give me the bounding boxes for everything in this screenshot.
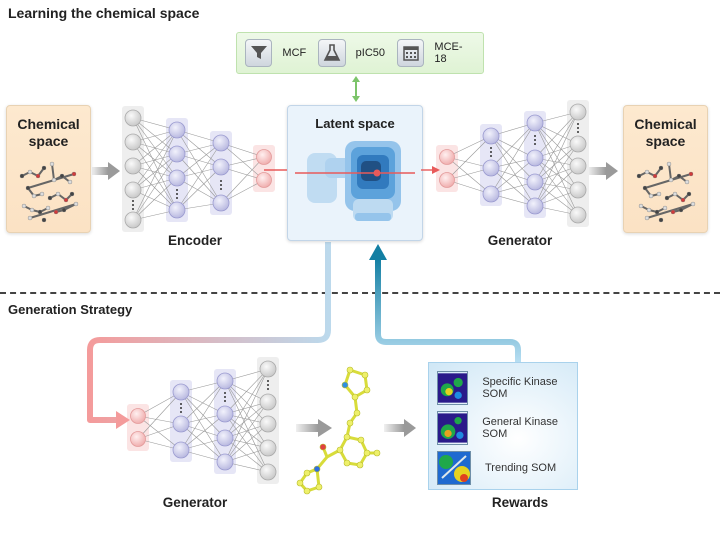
metric-label-pic50: pIC50: [355, 47, 385, 59]
network-node: [212, 158, 230, 176]
chemical-space-output: Chemical space: [623, 105, 708, 233]
flow-arrow-out-generator: [588, 162, 618, 180]
network-node: [212, 194, 230, 212]
chemical-space-title-line2: space: [28, 133, 69, 149]
reward-label: Trending SOM: [485, 462, 557, 474]
section-title-generation: Generation Strategy: [8, 302, 133, 317]
metrics-link-arrow: [352, 76, 360, 102]
network-node: [172, 441, 190, 459]
network-node: [216, 405, 234, 423]
rewards-label: Rewards: [491, 495, 549, 510]
network-node: [259, 463, 277, 481]
calendar-icon: [397, 39, 425, 67]
encoder-label: Encoder: [167, 233, 222, 248]
som-heatmap-icon: [437, 371, 469, 405]
som-heatmap-icon: [437, 451, 471, 485]
network-node: [168, 169, 186, 187]
network-node: [256, 149, 272, 165]
flow-arrow-into-encoder: [92, 162, 120, 180]
metric-label-mce18: MCE-18: [434, 41, 463, 65]
reward-item: Trending SOM: [437, 451, 577, 485]
network-node: [168, 145, 186, 163]
network-node: [482, 185, 500, 203]
network-node: [168, 201, 186, 219]
molecule-cluster-icon: [636, 161, 695, 223]
reward-label: General Kinase SOM: [482, 416, 559, 440]
network-node: [569, 103, 587, 121]
flow-arrow-to-molecule: [296, 419, 332, 437]
generator-network-top: [436, 100, 589, 227]
network-node: [216, 372, 234, 390]
network-node: [526, 173, 544, 191]
network-node: [168, 121, 186, 139]
section-divider: [0, 292, 720, 294]
network-node: [216, 453, 234, 471]
network-node: [256, 172, 272, 188]
rewards-panel: Specific Kinase SOM General Kinase SOM T…: [428, 362, 578, 490]
generator-label-top: Generator: [487, 233, 553, 248]
chemical-space-title-line1: Chemical: [634, 116, 697, 132]
network-node: [482, 127, 500, 145]
network-node: [124, 211, 142, 229]
latent-point: [373, 169, 381, 177]
network-node: [124, 109, 142, 127]
network-node: [259, 439, 277, 457]
reward-item: Specific Kinase SOM: [437, 371, 577, 405]
molecule-cluster-icon: [19, 161, 78, 223]
feedback-pipe: [375, 258, 521, 362]
network-node: [124, 133, 142, 151]
network-node: [130, 408, 146, 424]
metric-label-mcf: MCF: [282, 47, 307, 59]
chemical-space-input: Chemical space: [6, 105, 91, 233]
latent-space-panel: Latent space: [287, 105, 423, 241]
reward-item: General Kinase SOM: [437, 411, 577, 445]
network-node: [482, 159, 500, 177]
network-node: [569, 181, 587, 199]
network-node: [172, 383, 190, 401]
feedback-pipe-arrowhead: [369, 244, 387, 260]
network-node: [259, 393, 277, 411]
network-node: [439, 149, 455, 165]
latent-vector-arrow: [264, 166, 440, 174]
som-heatmap-icon: [437, 411, 469, 445]
network-node: [259, 415, 277, 433]
sampling-pipe-arrowhead: [116, 411, 130, 429]
network-node: [569, 157, 587, 175]
generator-network-bottom: [127, 357, 279, 484]
flask-icon: [318, 39, 346, 67]
flow-arrow-to-rewards: [384, 419, 416, 437]
chemical-space-title-line2: space: [645, 133, 686, 149]
latent-density-map: [295, 141, 415, 221]
network-node: [526, 114, 544, 132]
network-node: [124, 181, 142, 199]
encoder-network: [122, 106, 275, 232]
network-node: [216, 429, 234, 447]
network-node: [212, 134, 230, 152]
network-node: [124, 157, 142, 175]
section-title-learning: Learning the chemical space: [8, 5, 200, 21]
network-node: [172, 415, 190, 433]
network-node: [130, 431, 146, 447]
chemical-space-title-line1: Chemical: [17, 116, 80, 132]
network-node: [526, 149, 544, 167]
funnel-icon: [245, 39, 273, 67]
reward-label: Specific Kinase SOM: [482, 376, 558, 400]
network-node: [569, 135, 587, 153]
network-node: [259, 360, 277, 378]
network-node: [569, 206, 587, 224]
network-node: [526, 197, 544, 215]
sampling-pipe: [87, 242, 331, 423]
latent-space-title: Latent space: [315, 116, 395, 131]
network-node: [439, 172, 455, 188]
generator-label-bottom: Generator: [162, 495, 228, 510]
generated-molecule: [296, 366, 381, 495]
metrics-panel: MCF pIC50 MCE-18: [236, 32, 484, 74]
